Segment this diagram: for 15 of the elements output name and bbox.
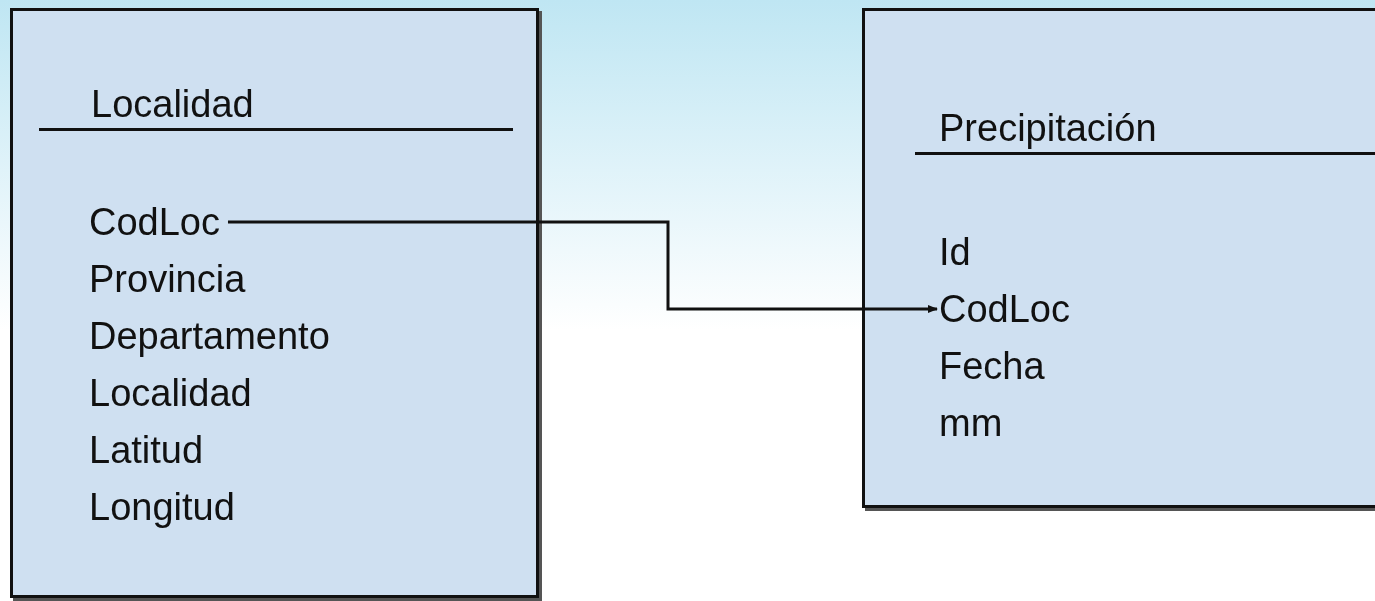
field-name: Departamento	[89, 317, 330, 355]
field-name: Fecha	[939, 347, 1045, 385]
field-name: Provincia	[89, 260, 246, 298]
connector-arrow	[228, 220, 938, 313]
field-name: Localidad	[89, 374, 252, 412]
field-name: CodLoc	[89, 203, 220, 241]
table-title: Precipitación	[939, 109, 1157, 147]
field-name: Id	[939, 233, 971, 271]
field-name: Longitud	[89, 488, 235, 526]
field-name: Latitud	[89, 431, 204, 469]
field-name: mm	[939, 404, 1003, 442]
table-title: Localidad	[91, 85, 254, 123]
field-name: CodLoc	[939, 290, 1070, 328]
table-box	[862, 8, 1375, 508]
table-box	[10, 8, 539, 598]
